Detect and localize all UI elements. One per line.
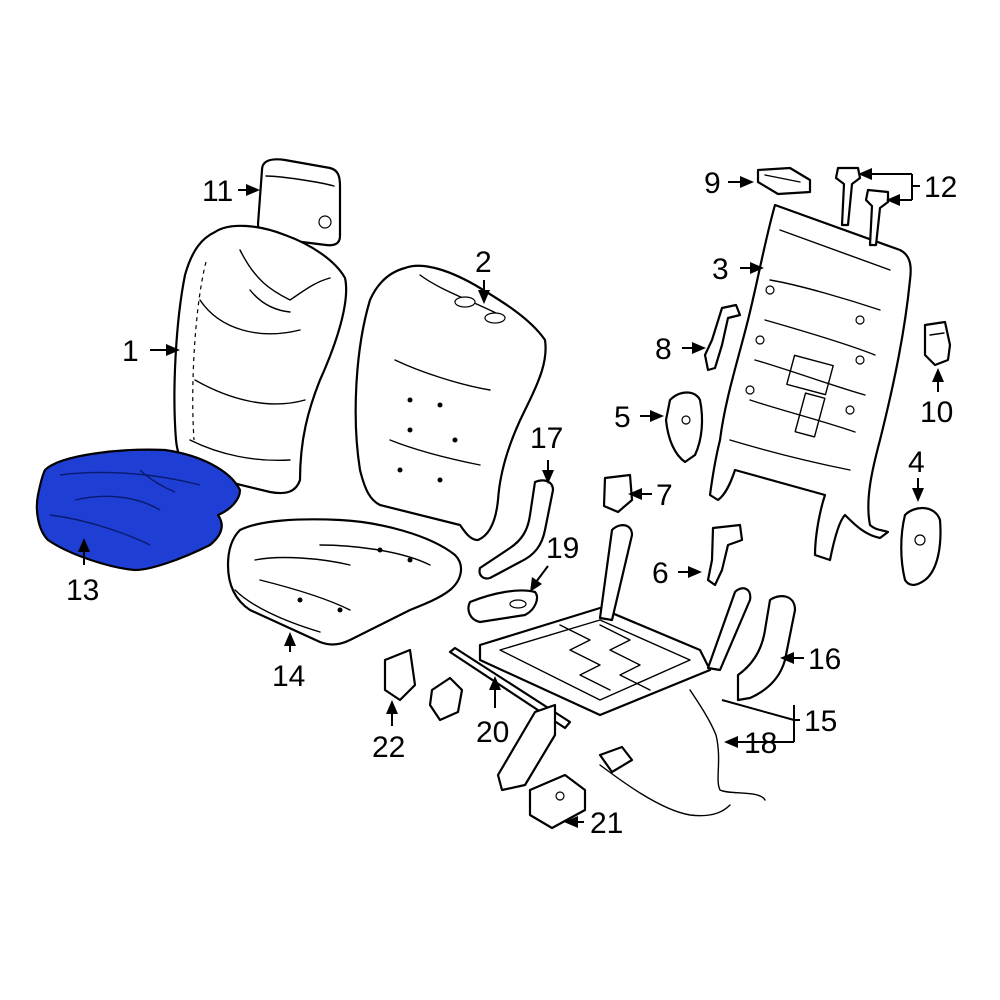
callout-10: 10	[920, 396, 953, 429]
callout-4: 4	[908, 446, 925, 479]
part-21-cover[interactable]	[528, 773, 587, 830]
callout-15: 15	[804, 705, 837, 738]
callout-5: 5	[614, 401, 631, 434]
part-19-release-handle[interactable]	[467, 589, 539, 624]
part-7-clip[interactable]	[602, 473, 634, 514]
part-3-seat-back-frame[interactable]	[708, 203, 912, 562]
callout-3: 3	[712, 253, 729, 286]
callout-9: 9	[704, 167, 721, 200]
callout-13: 13	[66, 574, 99, 607]
callout-arrows	[78, 168, 944, 828]
part-22-bracket[interactable]	[383, 648, 417, 702]
callout-6: 6	[652, 557, 669, 590]
part-17-side-trim[interactable]	[478, 479, 555, 580]
callout-14: 14	[272, 660, 305, 693]
part-10-bracket[interactable]	[923, 320, 952, 367]
part-15-seat-cushion-frame[interactable]	[478, 524, 752, 717]
callout-11: 11	[202, 175, 233, 208]
part-9-latch[interactable]	[756, 166, 812, 196]
callout-17: 17	[530, 422, 563, 455]
part-2-seat-back-pad[interactable]	[354, 264, 547, 542]
part-14-seat-cushion-pad[interactable]	[226, 518, 463, 646]
callout-22: 22	[372, 731, 405, 764]
callout-20: 20	[476, 716, 509, 749]
part-8-cable-guide[interactable]	[703, 303, 742, 372]
callout-1: 1	[122, 335, 139, 368]
callout-2: 2	[475, 246, 492, 279]
part-13-seat-cushion-cover[interactable]	[35, 448, 242, 572]
callout-8: 8	[655, 333, 672, 366]
callout-18: 18	[744, 727, 777, 760]
part-18-cable[interactable]	[598, 689, 766, 817]
callout-12: 12	[924, 171, 957, 204]
part-12-headrest-guides[interactable]	[834, 166, 890, 247]
callout-19: 19	[546, 532, 579, 565]
part-1-seat-back-cover[interactable]	[173, 224, 348, 495]
callout-16: 16	[808, 643, 841, 676]
part-6-bracket[interactable]	[706, 523, 744, 587]
callout-21: 21	[590, 807, 623, 840]
callout-7: 7	[656, 479, 673, 512]
part-5-pivot-cover[interactable]	[664, 391, 704, 464]
part-16-outer-trim[interactable]	[736, 595, 797, 702]
part-20-hinge-rod[interactable]	[428, 646, 572, 792]
callout-labels: 1 2 3 4 5 6 7 8 9 10 11 12 13 14 15 16 1…	[66, 167, 957, 840]
part-4-side-cover[interactable]	[900, 507, 942, 586]
